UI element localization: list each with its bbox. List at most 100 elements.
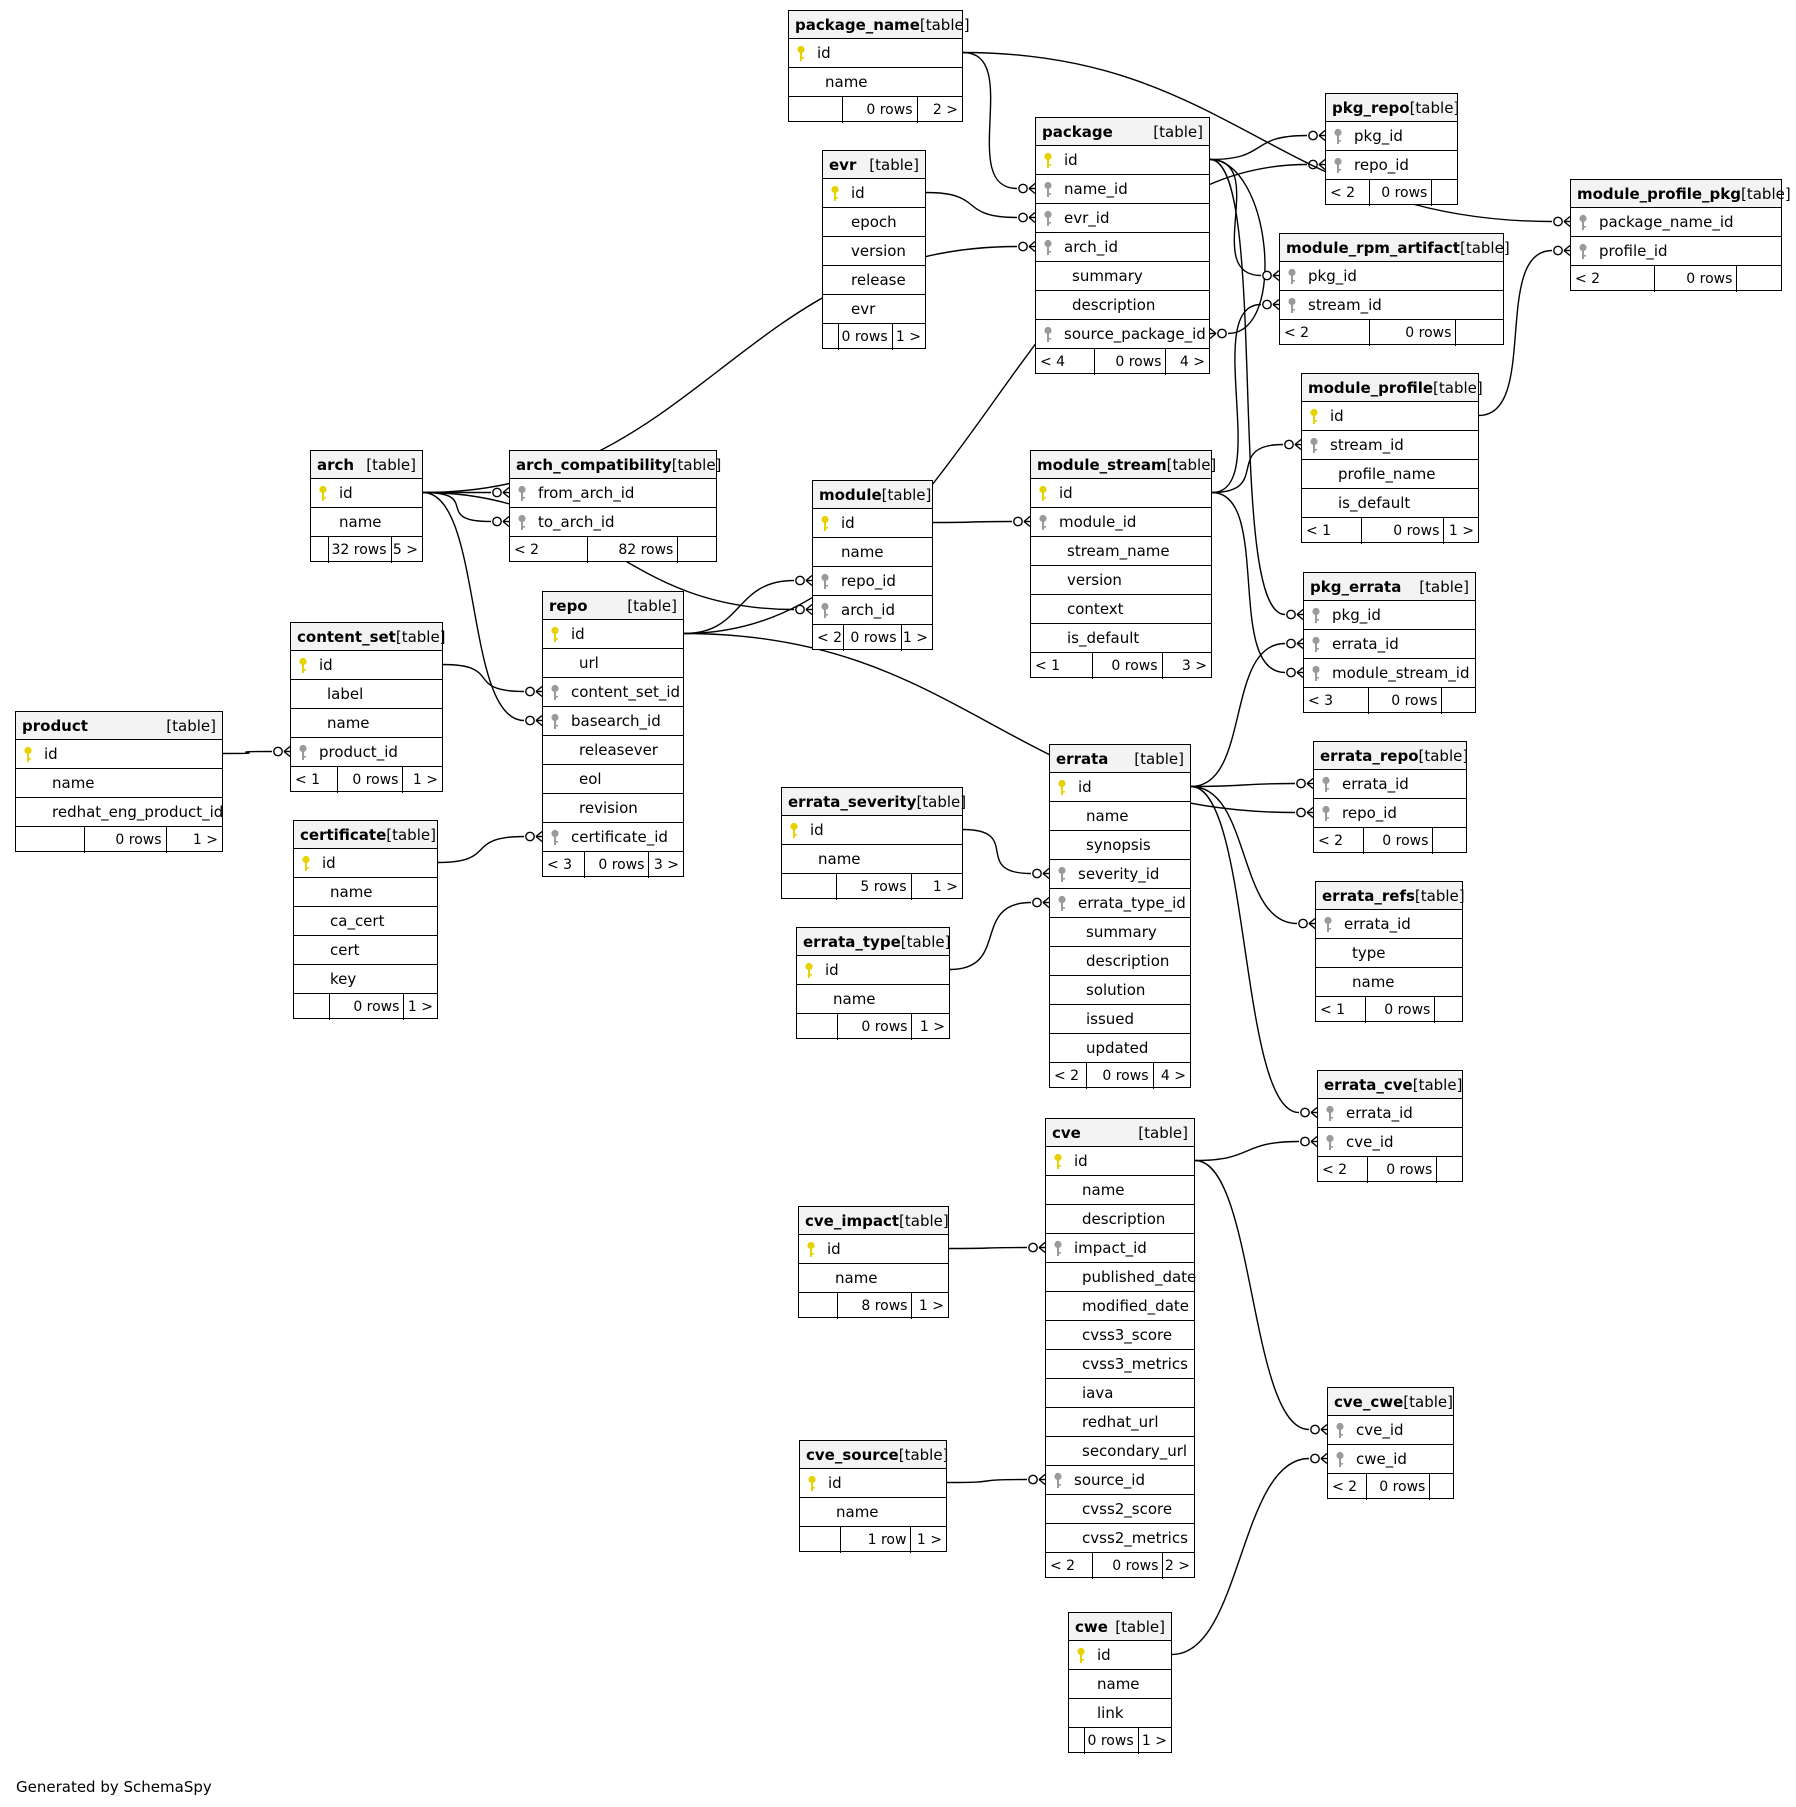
footer-parents[interactable]: < 2 — [510, 537, 589, 563]
footer-children[interactable]: 3 > — [653, 857, 679, 873]
column-row[interactable]: product_id — [291, 738, 442, 767]
column-row[interactable]: name — [1069, 1670, 1171, 1699]
column-row[interactable]: id — [789, 39, 962, 68]
column-row[interactable]: package_name_id — [1571, 208, 1781, 237]
column-row[interactable]: is_default — [1031, 624, 1211, 653]
column-row[interactable]: id — [1031, 479, 1211, 508]
column-row[interactable]: profile_id — [1571, 237, 1781, 266]
column-row[interactable]: id — [823, 179, 925, 208]
column-row[interactable]: description — [1050, 947, 1190, 976]
column-row[interactable]: id — [294, 849, 437, 878]
table-name[interactable]: content_set — [297, 627, 396, 646]
column-row[interactable]: name — [1046, 1176, 1194, 1205]
column-row[interactable]: eol — [543, 765, 683, 794]
table-name[interactable]: errata_cve — [1324, 1075, 1413, 1094]
column-row[interactable]: cve_id — [1318, 1128, 1462, 1157]
column-row[interactable]: secondary_url — [1046, 1437, 1194, 1466]
footer-children[interactable] — [1442, 688, 1475, 714]
footer-parents[interactable]: < 2 — [1571, 266, 1656, 292]
footer-children[interactable]: 1 > — [192, 832, 218, 848]
column-row[interactable]: name — [813, 538, 932, 567]
footer-parents[interactable] — [799, 1293, 839, 1319]
footer-children[interactable]: 3 > — [1181, 658, 1207, 674]
column-row[interactable]: cvss3_metrics — [1046, 1350, 1194, 1379]
column-row[interactable]: cwe_id — [1328, 1445, 1453, 1474]
table-name[interactable]: product — [22, 716, 88, 735]
column-row[interactable]: id — [799, 1235, 948, 1264]
footer-children[interactable]: 2 > — [932, 102, 958, 118]
footer-parents[interactable]: < 2 — [813, 625, 845, 651]
table-name[interactable]: module_profile — [1308, 378, 1434, 397]
column-row[interactable]: updated — [1050, 1034, 1190, 1063]
footer-children[interactable]: 2 > — [1164, 1558, 1190, 1574]
footer-children[interactable]: 1 > — [918, 1298, 944, 1314]
column-row[interactable]: synopsis — [1050, 831, 1190, 860]
footer-parents[interactable]: < 2 — [1046, 1553, 1094, 1579]
column-row[interactable]: version — [823, 237, 925, 266]
table-name[interactable]: cve_source — [806, 1445, 899, 1464]
column-row[interactable]: stream_name — [1031, 537, 1211, 566]
table-name[interactable]: module_rpm_artifact — [1286, 238, 1460, 257]
column-row[interactable]: evr_id — [1036, 204, 1209, 233]
column-row[interactable]: name — [799, 1264, 948, 1293]
column-row[interactable]: source_package_id — [1036, 320, 1209, 349]
column-row[interactable]: id — [782, 816, 962, 845]
column-row[interactable]: description — [1036, 291, 1209, 320]
footer-parents[interactable]: < 2 — [1318, 1157, 1369, 1183]
table-name[interactable]: cve_cwe — [1334, 1392, 1404, 1411]
table-name[interactable]: cve_impact — [805, 1211, 900, 1230]
footer-children[interactable] — [1432, 180, 1457, 206]
column-row[interactable]: id — [1069, 1641, 1171, 1670]
column-row[interactable]: key — [294, 965, 437, 994]
column-row[interactable]: severity_id — [1050, 860, 1190, 889]
column-row[interactable]: module_id — [1031, 508, 1211, 537]
column-row[interactable]: name — [797, 985, 949, 1014]
table-name[interactable]: errata_severity — [788, 792, 917, 811]
footer-children[interactable] — [1435, 997, 1462, 1023]
footer-parents[interactable]: < 2 — [1280, 320, 1371, 346]
footer-children[interactable] — [1433, 828, 1466, 854]
footer-parents[interactable] — [797, 1014, 839, 1040]
table-name[interactable]: certificate — [300, 825, 387, 844]
column-row[interactable]: name — [16, 769, 222, 798]
column-row[interactable]: source_id — [1046, 1466, 1194, 1495]
footer-children[interactable]: 1 > — [932, 879, 958, 895]
column-row[interactable]: cvss2_metrics — [1046, 1524, 1194, 1553]
column-row[interactable]: errata_id — [1304, 630, 1475, 659]
table-module-profile-pkg[interactable]: module_profile_pkg[table]package_name_id… — [1570, 179, 1791, 292]
footer-parents[interactable]: < 2 — [1328, 1474, 1368, 1500]
footer-parents[interactable] — [823, 324, 839, 350]
column-row[interactable]: evr — [823, 295, 925, 324]
footer-parents[interactable]: < 1 — [1316, 997, 1367, 1023]
column-row[interactable]: published_date — [1046, 1263, 1196, 1292]
footer-parents[interactable]: < 3 — [1304, 688, 1370, 714]
table-name[interactable]: cve — [1052, 1123, 1081, 1142]
column-row[interactable]: from_arch_id — [510, 479, 716, 508]
footer-children[interactable]: 1 > — [412, 772, 438, 788]
table-name[interactable]: pkg_errata — [1310, 577, 1402, 596]
column-row[interactable]: certificate_id — [543, 823, 683, 852]
table-name[interactable]: errata_refs — [1322, 886, 1415, 905]
column-row[interactable]: stream_id — [1302, 431, 1478, 460]
column-row[interactable]: stream_id — [1280, 291, 1503, 320]
footer-parents[interactable]: < 1 — [1031, 653, 1094, 679]
column-row[interactable]: cvss2_score — [1046, 1495, 1194, 1524]
footer-parents[interactable]: < 2 — [1326, 180, 1371, 206]
column-row[interactable]: cvss3_score — [1046, 1321, 1194, 1350]
